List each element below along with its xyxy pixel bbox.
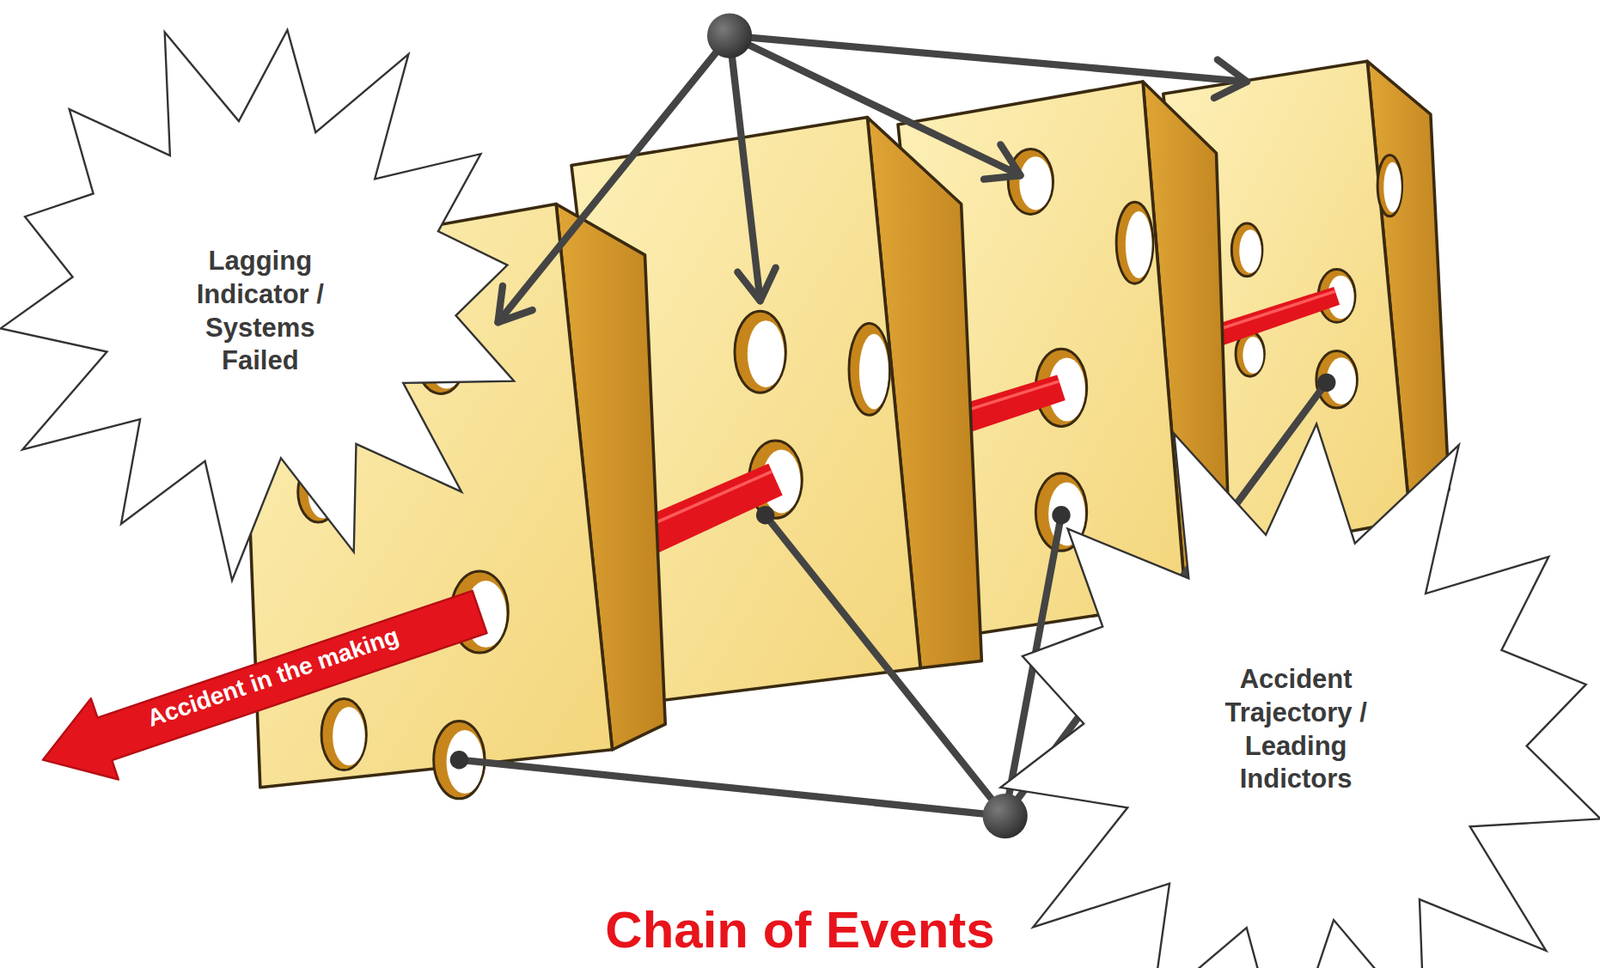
leader-end-dot xyxy=(1317,373,1336,392)
leader-arrowhead xyxy=(737,268,776,302)
cheese-hole xyxy=(1377,155,1403,217)
cheese-hole xyxy=(734,311,786,393)
cheese-hole-gap xyxy=(747,320,785,388)
leader-arrowhead xyxy=(1214,60,1247,99)
accident-arrow xyxy=(42,591,488,781)
leader-arrowhead xyxy=(498,286,533,323)
leader-line xyxy=(498,36,731,324)
cheese-hole-gap xyxy=(1242,336,1264,374)
cheese-hole xyxy=(1007,148,1053,214)
starburst-callout: Lagging Indicator / Systems Failed xyxy=(0,0,572,623)
hub-dot xyxy=(983,793,1028,839)
starburst-outline xyxy=(0,0,572,623)
leader-arrowhead xyxy=(983,144,1021,179)
starburst-shape xyxy=(1000,423,1600,968)
cheese-hole-gap xyxy=(1125,211,1153,279)
cheese-hole xyxy=(1231,223,1263,277)
leader-line xyxy=(729,36,1247,82)
callout-text: Accident Trajectory / Leading Indictors xyxy=(1208,663,1385,797)
cheese-hole xyxy=(321,698,367,770)
leader-end-dot xyxy=(1051,506,1070,525)
cheese-hole-gap xyxy=(1383,162,1402,213)
cheese-hole xyxy=(848,323,891,416)
cheese-hole-gap xyxy=(1239,229,1262,274)
leader-line xyxy=(765,515,1006,817)
cheese-hole xyxy=(1116,201,1154,284)
hub-dot xyxy=(707,12,752,58)
leader-end-dot xyxy=(450,751,469,770)
starburst-callout: Accident Trajectory / Leading Indictors xyxy=(979,428,1600,968)
cheese-hole-gap xyxy=(1019,156,1052,210)
leader-line xyxy=(458,760,1005,817)
diagram-title: Chain of Events xyxy=(0,902,1600,959)
cheese-hole-gap xyxy=(332,707,366,766)
callout-text: Lagging Indicator / Systems Failed xyxy=(171,244,349,379)
leader-end-dot xyxy=(756,506,775,525)
cheese-hole-gap xyxy=(859,334,889,410)
leader-line xyxy=(729,36,761,302)
starburst-shape xyxy=(0,30,513,581)
cheese-hole xyxy=(1316,351,1358,410)
